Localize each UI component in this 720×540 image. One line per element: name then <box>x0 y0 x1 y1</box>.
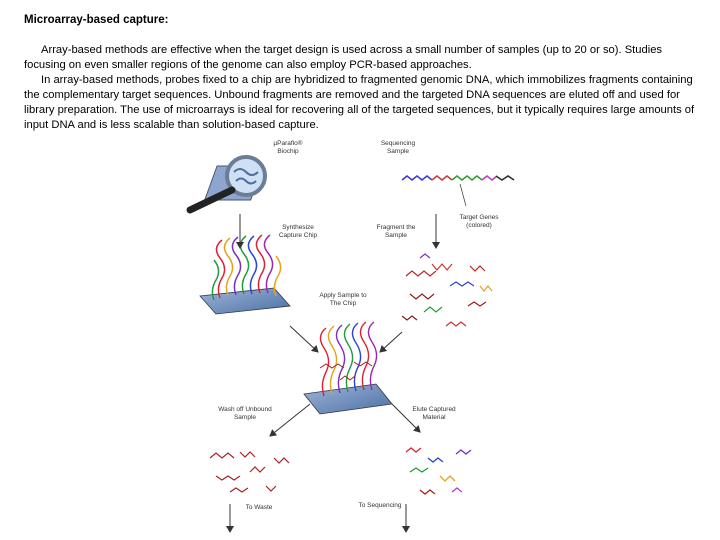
waste-fragments <box>209 451 290 493</box>
diagram-graphics <box>186 155 515 533</box>
sequencing-sample-strands <box>401 174 515 182</box>
label-elute-captured: Elute Captured Material <box>412 406 456 421</box>
central-chip <box>303 321 393 415</box>
microarray-capture-diagram: µParaflo® Biochip Sequencing Sample Targ… <box>170 136 590 540</box>
paragraph-array-process: In array-based methods, probes fixed to … <box>24 74 695 131</box>
label-to-sequencing: To Sequencing <box>358 502 402 509</box>
label-target-genes: Target Genes (colored) <box>459 214 499 229</box>
fragmented-sample <box>401 253 493 327</box>
capture-chip-probes <box>199 234 291 315</box>
label-sequencing-sample: Sequencing Sample <box>380 140 416 155</box>
eluted-targets <box>405 447 472 495</box>
page-title: Microarray-based capture: <box>24 14 169 26</box>
magnifier-biochip-icon <box>186 155 267 214</box>
label-apply-sample: Apply Sample to The Chip <box>319 292 367 307</box>
flow-arrows <box>226 214 440 533</box>
label-synthesize-chip: Synthesize Capture Chip <box>278 224 318 239</box>
label-biochip: µParaflo® Biochip <box>273 140 303 155</box>
label-wash-unbound: Wash off Unbound Sample <box>218 406 272 421</box>
label-to-waste: To Waste <box>245 504 273 511</box>
paragraph-array-methods: Array-based methods are effective when t… <box>24 44 663 71</box>
label-fragment-sample: Fragment the Sample <box>376 224 416 239</box>
